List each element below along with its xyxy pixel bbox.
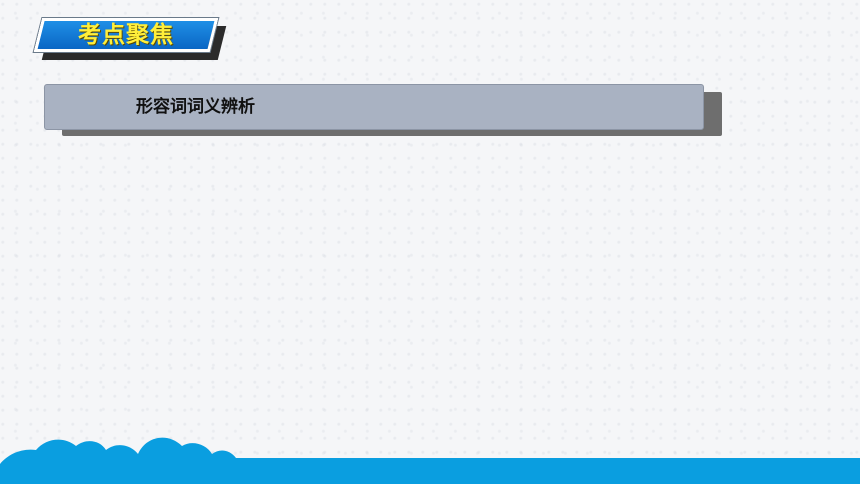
section-badge: 考点聚焦 bbox=[33, 18, 227, 60]
topic-bar-face bbox=[44, 84, 704, 130]
topic-bar: 形容词词义辨析 bbox=[44, 84, 724, 138]
badge-title: 考点聚焦 bbox=[78, 22, 174, 48]
footer-cloud-band bbox=[0, 437, 860, 484]
footer-cloud-shape bbox=[0, 437, 860, 484]
topic-title: 形容词词义辨析 bbox=[136, 97, 255, 117]
